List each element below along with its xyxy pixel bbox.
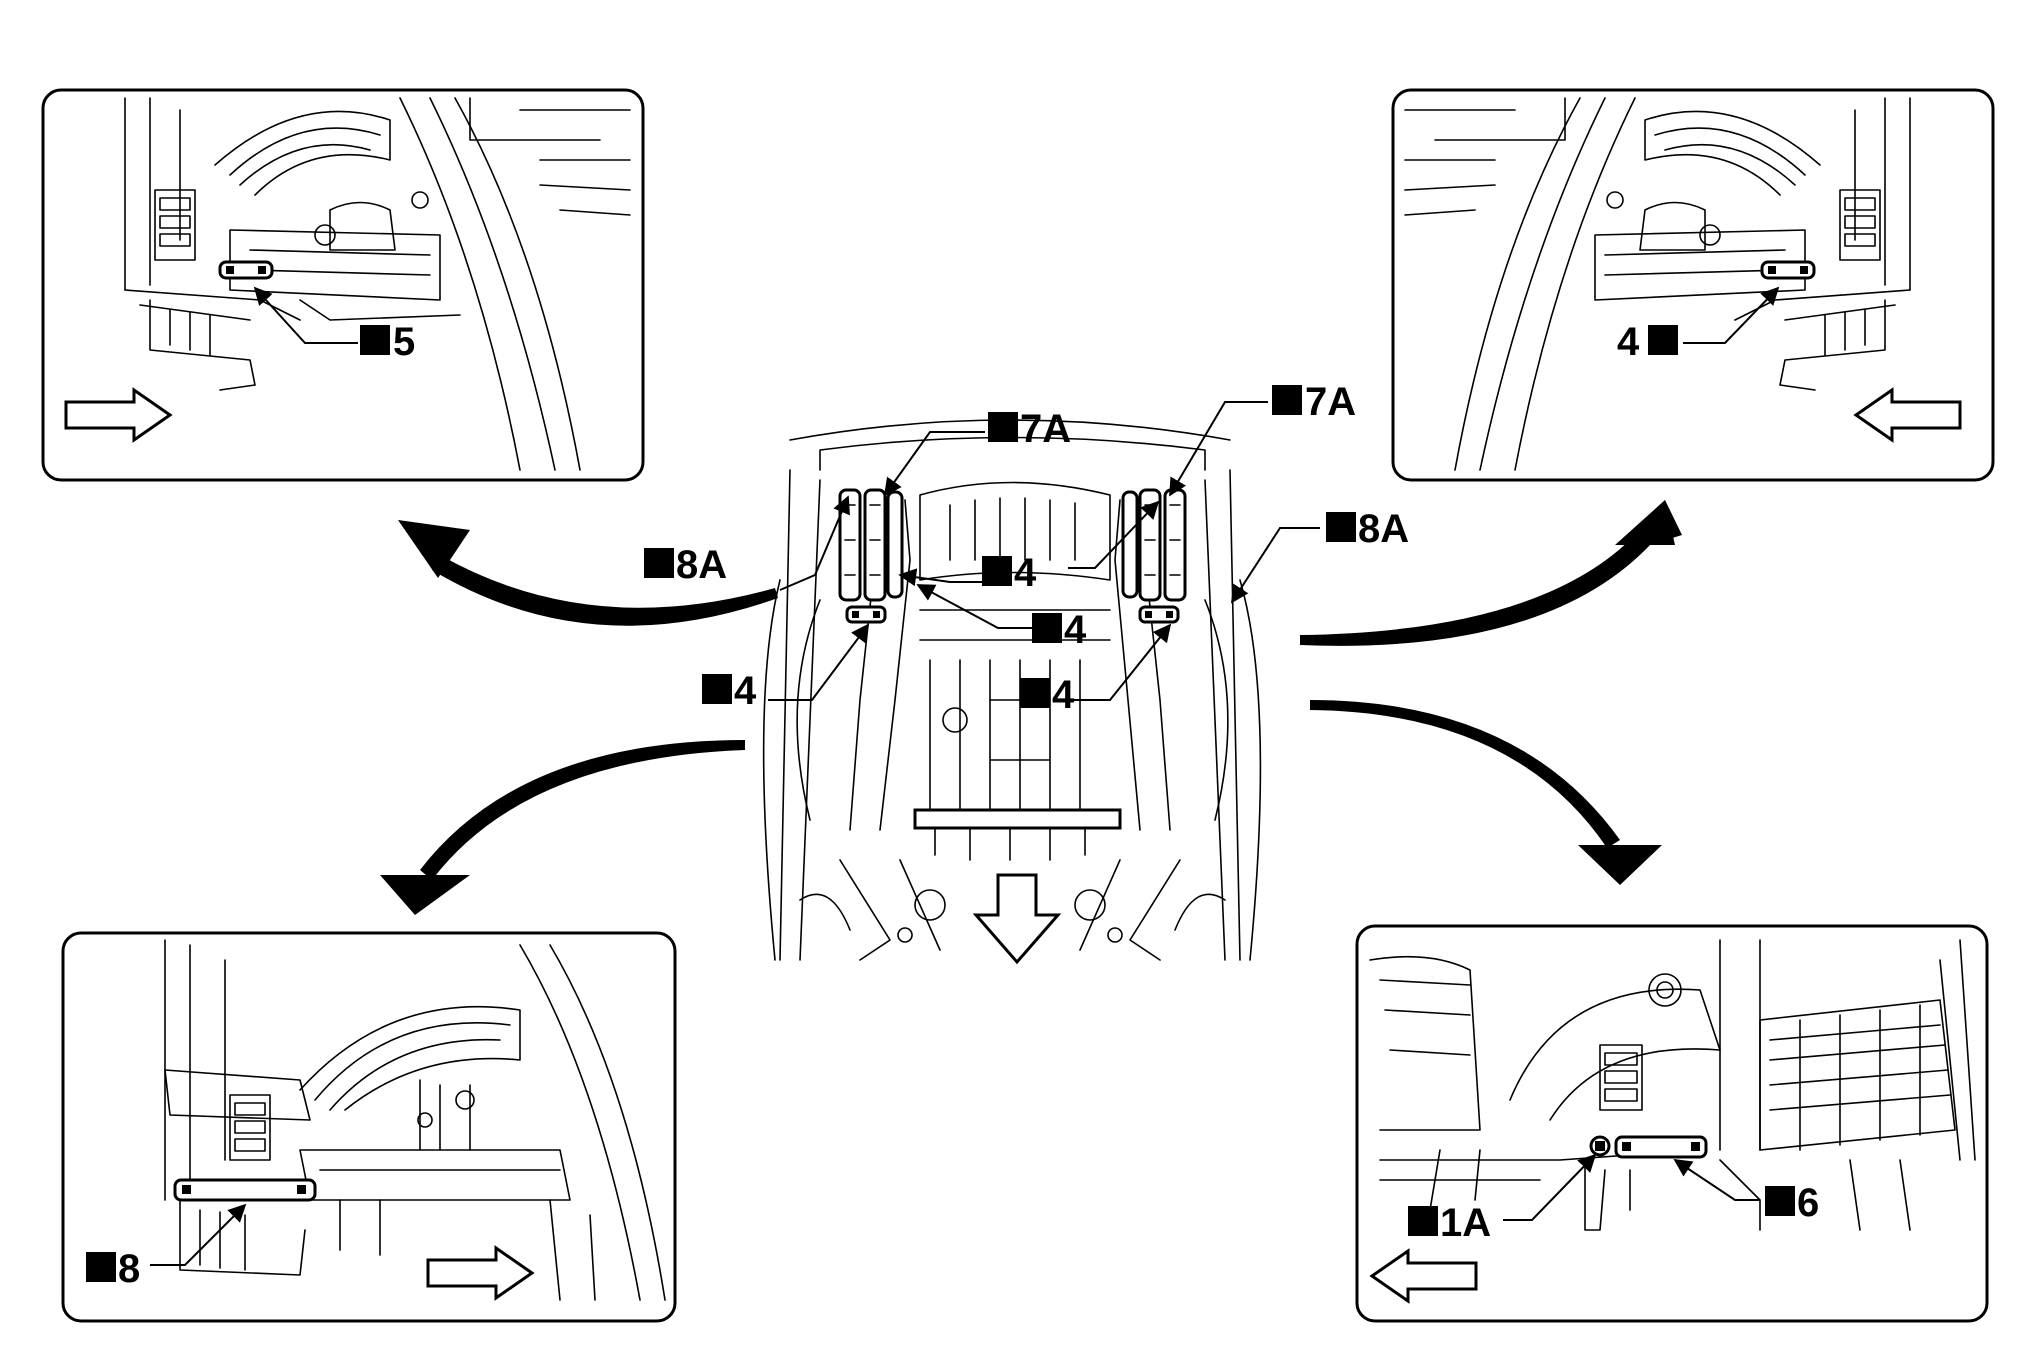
callout-4-top-right: 4 (1617, 320, 1640, 364)
callout-4-left: 4 (734, 669, 757, 713)
body-structure-lines-bottom-right (1369, 939, 1976, 1231)
curved-arrow-to-top-left (398, 520, 778, 626)
part-8a-right (1138, 605, 1180, 624)
direction-arrow-down-icon (972, 873, 1062, 965)
callout-4-lower-center: 4 (1052, 673, 1075, 717)
detail-panel-top-right: 4 (1391, 88, 1995, 482)
callout-8a-left: 8A (676, 543, 727, 587)
curved-arrow-to-bottom-right (1310, 700, 1662, 885)
callout-7a-right: 7A (1305, 380, 1356, 424)
direction-arrow-right-icon (64, 387, 173, 443)
callout-6: 6 (1797, 1181, 1819, 1225)
detail-panel-top-left: 5 (41, 88, 645, 482)
center-underbody-view: 7A 7A 8A 8A 4 4 4 4 (644, 380, 1409, 965)
callout-8a-right: 8A (1358, 507, 1409, 551)
body-structure-lines-top-left (124, 97, 631, 471)
detail-panel-bottom-right: 1A 6 (1355, 924, 1989, 1323)
part-7a-left (838, 488, 904, 602)
callout-5: 5 (393, 320, 415, 364)
direction-arrow-left-icon (1853, 387, 1962, 443)
callout-4-upper-center: 4 (1014, 551, 1037, 595)
curved-arrow-to-bottom-left (380, 740, 745, 915)
callout-4-middle-center: 4 (1064, 608, 1087, 652)
direction-arrow-right-icon-bottom (426, 1245, 535, 1301)
detail-panel-bottom-left: 8 (61, 931, 677, 1323)
callout-8: 8 (118, 1247, 140, 1291)
direction-arrow-left-icon-bottom (1369, 1248, 1478, 1304)
part-8a-left (845, 605, 887, 624)
callout-1a: 1A (1440, 1201, 1491, 1245)
curved-arrow-to-top-right (1300, 500, 1682, 646)
callout-7a-left: 7A (1020, 407, 1071, 451)
